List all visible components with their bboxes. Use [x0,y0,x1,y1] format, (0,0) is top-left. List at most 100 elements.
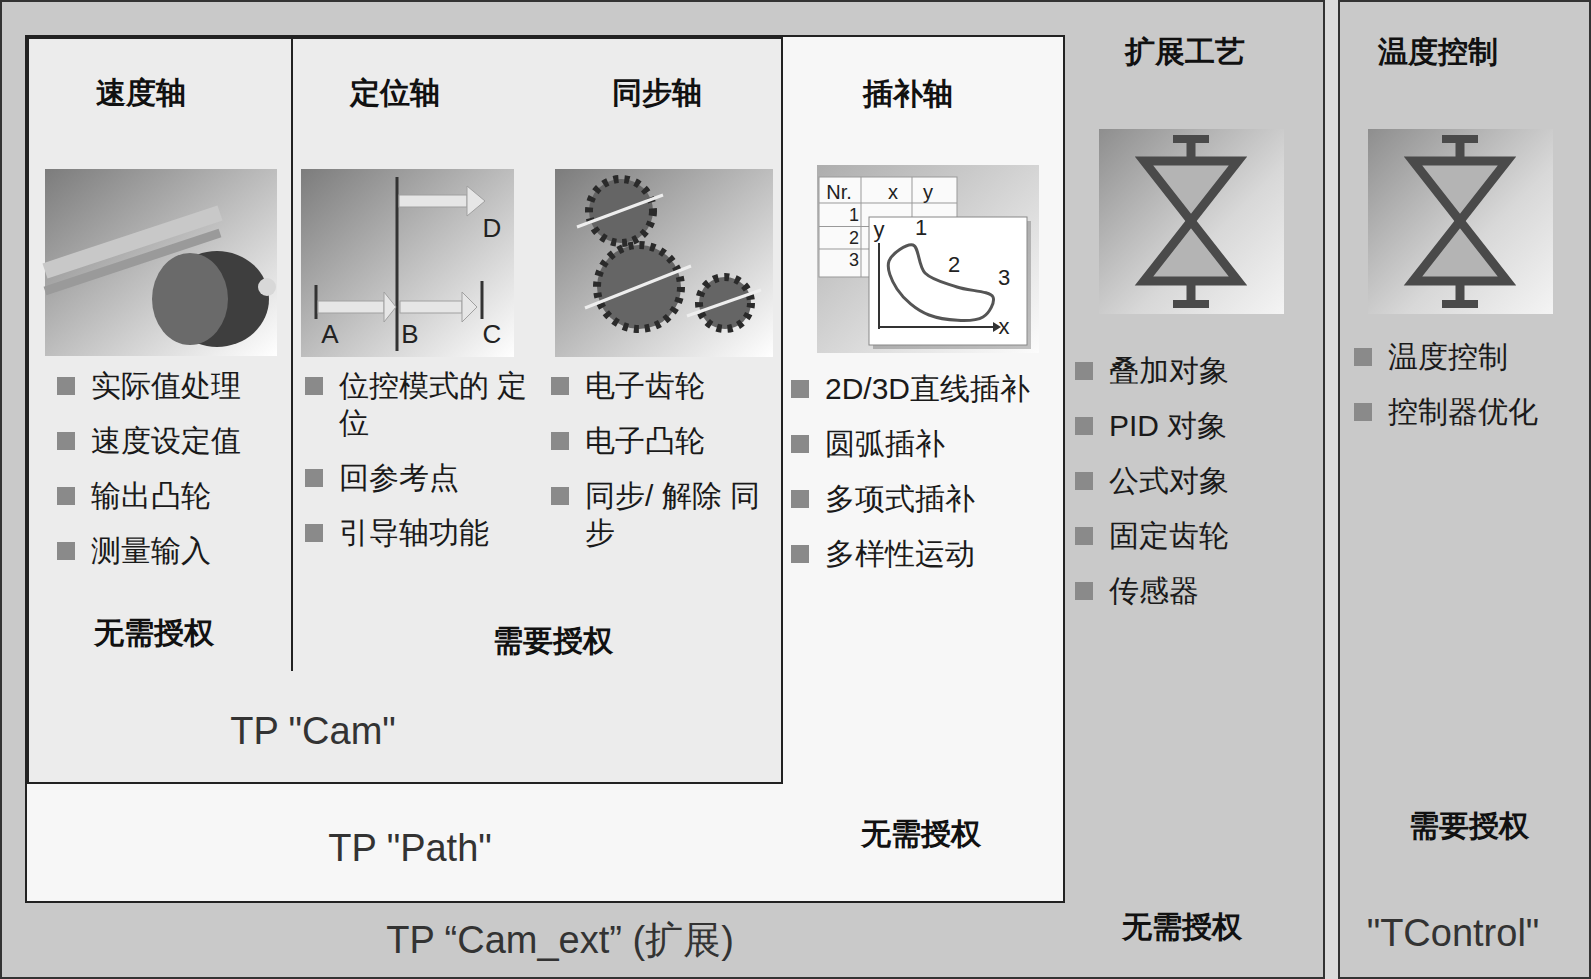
bullet-square [57,487,75,505]
column-heading: 温度控制 [1378,35,1498,70]
function-column: 电子齿轮电子凸轮同步/ 解除 同步 同步轴 [543,39,783,679]
symbol-triangle [1144,161,1238,221]
symbol-triangle [1144,221,1238,281]
list-item: 同步/ 解除 同步 [551,477,761,551]
bullet-square [551,487,569,505]
figure-label: 2 [849,229,859,247]
bullet-list: 实际值处理速度设定值输出凸轮测量输入 [57,367,287,587]
image-ground [301,169,514,357]
bullet-square [791,380,809,398]
list-item: 引导轴功能 [305,514,530,551]
list-item: 多样性运动 [791,535,1063,572]
bullet-list: 叠加对象 PID 对象公式对象固定齿轮传感器 [1075,352,1313,627]
list-item: 多项式插补 [791,480,1063,517]
figure-label: 2 [948,254,960,276]
symbol-ground [1368,129,1553,314]
list-item: 固定齿轮 [1075,517,1313,554]
arrow-head [384,292,396,322]
figure-label: 1 [915,217,927,239]
bullet-square [1075,472,1093,490]
bullet-square [1075,527,1093,545]
graph-card [869,217,1027,345]
list-item: 圆弧插补 [791,425,1063,462]
license-note: 无需授权 [861,817,981,852]
bullet-square [305,524,323,542]
package-panel: 温度控制控制器优化温度控制需要授权"TControl" [1338,0,1591,979]
bullet-square [305,377,323,395]
column-heading: 速度轴 [96,76,186,111]
column-heading: 扩展工艺 [1125,35,1245,70]
item-text: 回参考点 [339,461,459,494]
package-name: TP "Path" [328,827,492,871]
valve-symbol [1099,129,1284,314]
arrow-head [467,186,485,216]
list-item: PID 对象 [1075,407,1313,444]
bullet-square [57,432,75,450]
column-heading: 同步轴 [612,76,702,111]
item-text: 多项式插补 [825,482,975,515]
bullet-square [1075,582,1093,600]
package-name: "TControl" [1367,912,1540,956]
package-name: TP “Cam_ext” (扩展) [386,919,734,963]
position-line [396,177,399,351]
start-tick [315,285,318,319]
figure-label: C [483,321,502,347]
path-curve [888,245,993,321]
figure-label: x [999,316,1010,338]
figure-label: y [874,219,885,241]
column-heading: 定位轴 [350,76,440,111]
item-text: 电子凸轮 [585,424,705,457]
item-text: 电子齿轮 [585,369,705,402]
bullet-square [57,542,75,560]
bullet-square [1075,417,1093,435]
list-item: 公式对象 [1075,462,1313,499]
column-heading: 插补轴 [863,77,953,112]
bullet-square [1075,362,1093,380]
item-text: 同步/ 解除 同步 [585,479,760,549]
symbol-bar [1442,135,1478,143]
motor-notch [258,278,276,296]
image-ground [817,165,1039,353]
item-text: 圆弧插补 [825,427,945,460]
symbol-bar [1173,300,1209,308]
bullet-square [551,432,569,450]
bullet-square [791,435,809,453]
item-text: 温度控制 [1388,340,1508,373]
list-item: 位控模式的 定位 [305,367,530,441]
item-text: 速度设定值 [91,424,241,457]
arrow-bar [399,195,467,207]
y-axis [878,243,880,329]
bullet-square [1354,348,1372,366]
motor-face [152,253,228,345]
arrow-bar [400,301,462,313]
item-text: 测量输入 [91,534,211,567]
gear-axle [585,266,691,308]
list-item: 实际值处理 [57,367,287,404]
table-rule [861,177,862,277]
symbol-bar [1442,300,1478,308]
bullet-square [551,377,569,395]
figure-label: x [888,182,898,202]
list-item: 2D/3D直线插补 [791,370,1063,407]
list-item: 速度设定值 [57,422,287,459]
license-note: 需要授权 [493,624,613,659]
item-text: 实际值处理 [91,369,241,402]
bullet-list: 电子齿轮电子凸轮同步/ 解除 同步 [551,367,761,569]
package-name: TP "Cam" [230,710,396,754]
license-note: 无需授权 [94,616,214,651]
figure-label: 3 [998,267,1010,289]
item-text: 2D/3D直线插补 [825,372,1030,405]
function-column: 叠加对象PID 对象公式对象固定齿轮传感器扩展工艺无需授权 [1067,22,1317,962]
bullet-square [57,377,75,395]
item-text: 引导轴功能 [339,516,489,549]
item-text: 叠加对象 [1109,354,1229,387]
item-text: PID 对象 [1109,409,1227,442]
valve-symbol [1368,129,1553,314]
list-item: 回参考点 [305,459,530,496]
list-item: 传感器 [1075,572,1313,609]
list-item: 温度控制 [1354,338,1590,375]
symbol-triangle [1413,221,1507,281]
list-item: 叠加对象 [1075,352,1313,389]
package-panel: 实际值处理速度设定值输出凸轮测量输入速度轴无需授权位控模式的 定位回参考点引导轴… [25,35,1065,903]
table-rule [819,203,957,204]
